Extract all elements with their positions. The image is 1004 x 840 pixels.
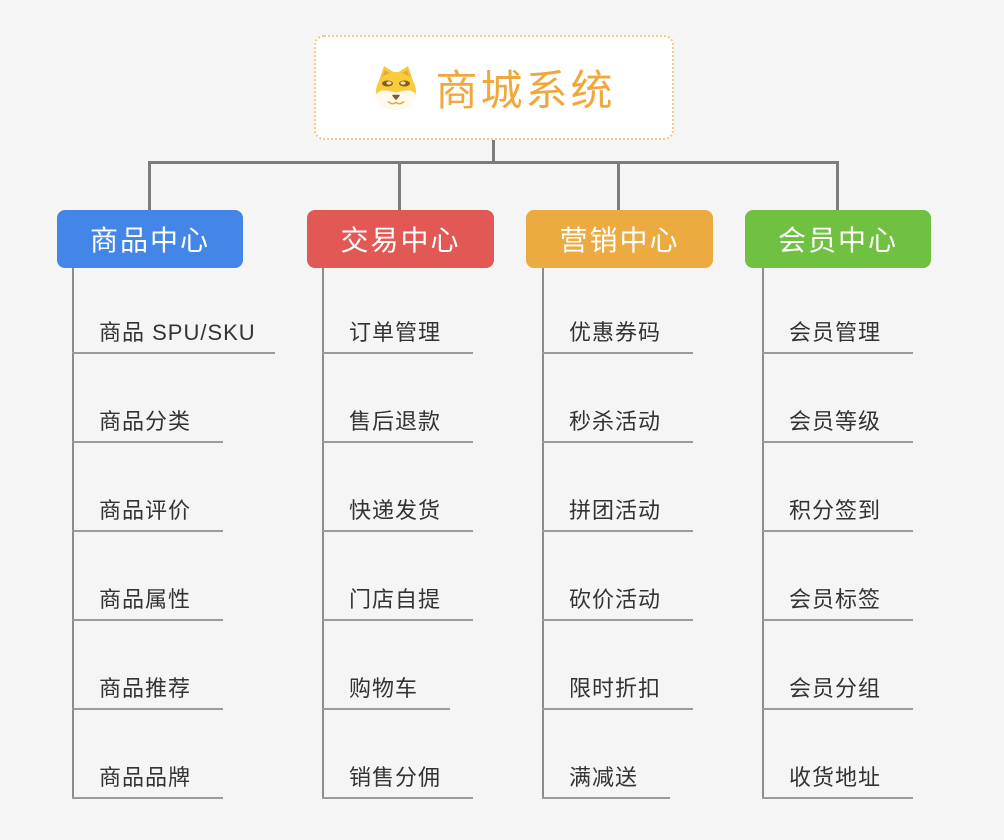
topic-item[interactable]: 秒杀活动 xyxy=(542,403,693,443)
topic-label: 订单管理 xyxy=(349,320,442,345)
root-title: 商城系统 xyxy=(435,67,616,114)
topic-label: 商品分类 xyxy=(99,409,192,434)
topic-item[interactable]: 会员等级 xyxy=(762,403,913,443)
connector-horizontal-rail xyxy=(148,161,839,164)
topic-label: 销售分佣 xyxy=(349,765,442,790)
connector-drop-branch-3 xyxy=(617,161,620,210)
topic-item[interactable]: 快递发货 xyxy=(322,492,473,532)
branch-node-marketing-center[interactable]: 营销中心 xyxy=(526,210,713,268)
column-line-trade xyxy=(322,268,324,799)
topic-label: 商品推荐 xyxy=(99,676,192,701)
column-line-goods xyxy=(72,268,74,799)
topic-label: 满减送 xyxy=(569,765,639,790)
topic-label: 商品品牌 xyxy=(99,765,192,790)
topic-item[interactable]: 积分签到 xyxy=(762,492,913,532)
column-line-marketing xyxy=(542,268,544,799)
topic-label: 会员分组 xyxy=(789,676,882,701)
topic-item[interactable]: 限时折扣 xyxy=(542,670,693,710)
topic-label: 限时折扣 xyxy=(569,676,662,701)
topic-item[interactable]: 满减送 xyxy=(542,759,670,799)
branch-node-trade-center[interactable]: 交易中心 xyxy=(307,210,494,268)
topic-item[interactable]: 商品品牌 xyxy=(72,759,223,799)
topic-item[interactable]: 拼团活动 xyxy=(542,492,693,532)
topic-item[interactable]: 砍价活动 xyxy=(542,581,693,621)
topic-label: 积分签到 xyxy=(789,498,882,523)
connector-root-stub xyxy=(492,139,495,164)
topic-item[interactable]: 商品分类 xyxy=(72,403,223,443)
branch-node-member-center[interactable]: 会员中心 xyxy=(745,210,931,268)
branch-label: 营销中心 xyxy=(559,225,680,256)
branch-label: 交易中心 xyxy=(340,225,461,256)
topic-item[interactable]: 会员管理 xyxy=(762,314,913,354)
doge-face-icon xyxy=(376,65,417,110)
topic-label: 会员管理 xyxy=(789,320,882,345)
topic-label: 快递发货 xyxy=(349,498,442,523)
topic-label: 会员标签 xyxy=(789,587,882,612)
root-node[interactable]: 商城系统 xyxy=(314,35,674,140)
topic-item[interactable]: 购物车 xyxy=(322,670,450,710)
topic-item[interactable]: 会员标签 xyxy=(762,581,913,621)
topic-label: 会员等级 xyxy=(789,409,882,434)
topic-item[interactable]: 会员分组 xyxy=(762,670,913,710)
topic-item[interactable]: 商品评价 xyxy=(72,492,223,532)
topic-item[interactable]: 优惠券码 xyxy=(542,314,693,354)
branch-label: 会员中心 xyxy=(777,225,898,256)
topic-item[interactable]: 门店自提 xyxy=(322,581,473,621)
column-line-member xyxy=(762,268,764,799)
topic-label: 收货地址 xyxy=(789,765,882,790)
topic-label: 商品 SPU/SKU xyxy=(99,320,256,345)
connector-drop-branch-1 xyxy=(148,161,151,210)
topic-item[interactable]: 收货地址 xyxy=(762,759,913,799)
topic-label: 秒杀活动 xyxy=(569,409,662,434)
branch-node-goods-center[interactable]: 商品中心 xyxy=(57,210,243,268)
topic-label: 购物车 xyxy=(349,676,419,701)
connector-drop-branch-4 xyxy=(836,161,839,210)
topic-label: 拼团活动 xyxy=(569,498,662,523)
topic-label: 门店自提 xyxy=(349,587,442,612)
topic-item[interactable]: 商品 SPU/SKU xyxy=(72,314,275,354)
topic-item[interactable]: 商品推荐 xyxy=(72,670,223,710)
topic-label: 商品评价 xyxy=(99,498,192,523)
topic-label: 优惠券码 xyxy=(569,320,662,345)
connector-drop-branch-2 xyxy=(398,161,401,210)
branch-label: 商品中心 xyxy=(89,225,210,256)
topic-item[interactable]: 售后退款 xyxy=(322,403,473,443)
topic-label: 砍价活动 xyxy=(569,587,662,612)
topic-item[interactable]: 订单管理 xyxy=(322,314,473,354)
topic-label: 售后退款 xyxy=(349,409,442,434)
topic-label: 商品属性 xyxy=(99,587,192,612)
topic-item[interactable]: 商品属性 xyxy=(72,581,223,621)
topic-item[interactable]: 销售分佣 xyxy=(322,759,473,799)
